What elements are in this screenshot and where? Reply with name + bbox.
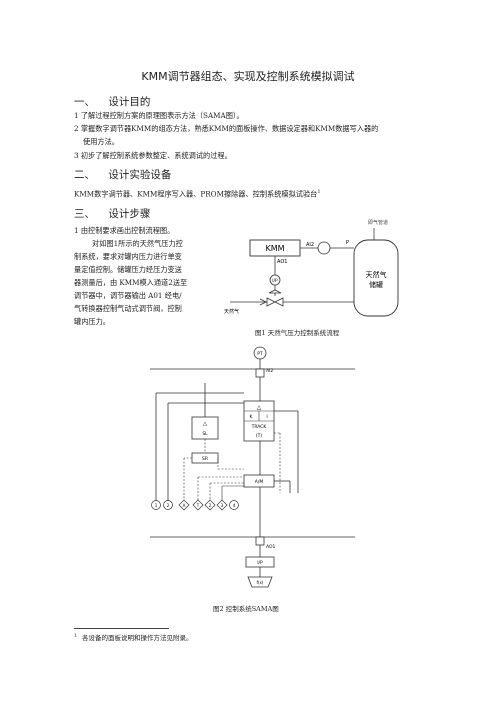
section-label: 设计实验设备 xyxy=(108,169,172,181)
equipment-list: KMM数字调节器、KMM程序写入器、PROM擦除器、控制系统模拟试验台 xyxy=(74,189,318,199)
sl-delta-icon: △ xyxy=(203,421,208,427)
section-num: 二、 xyxy=(74,169,95,181)
section-label: 设计目的 xyxy=(108,96,151,108)
section-num: 三、 xyxy=(74,208,95,220)
sr-label: SR xyxy=(202,456,208,462)
pt-label: PT xyxy=(257,351,263,357)
tank-label-2: 储罐 xyxy=(369,280,383,289)
page-title: KMM调节器组态、实现及控制系统模拟调试 xyxy=(141,70,355,83)
section-heading-purpose: 一、 设计目的 xyxy=(74,94,150,109)
kmm-label: KMM xyxy=(265,244,284,253)
figure-2-caption: 图2 控制系统SAMA图 xyxy=(213,605,279,613)
valve-label: f(x) xyxy=(257,580,264,585)
ao1-label: AO1 xyxy=(266,544,276,550)
sl-label: SL xyxy=(202,431,208,437)
io-diamond-3 xyxy=(216,499,228,511)
io-diamond-2 xyxy=(204,499,216,511)
step-line-1: 1 由控制要求画出控制流程图。 xyxy=(74,226,175,235)
ai2-label: AI2 xyxy=(266,368,273,374)
purpose-line-2: 2 掌握数字调节器KMM的组态方法，熟悉KMM的面板操作、数据设定器和KMM数据… xyxy=(74,124,379,133)
step-line-6: 调节器中，调节器输出 A01 经电/ xyxy=(74,291,182,300)
am-label: A/M xyxy=(255,479,264,485)
step-line-3: 制系统，要求对罐内压力进行单变 xyxy=(74,252,182,261)
io-circle-label: 4 xyxy=(233,503,236,508)
figure-2-sama-diagram: PT AI2 △ K I TRACK (T) △ SL SR A/M 1 2 xyxy=(150,346,355,588)
io-diamond-label: A xyxy=(183,503,186,508)
k-label: K xyxy=(250,414,254,420)
section-num: 一、 xyxy=(74,96,95,108)
purpose-line-3: 使用方法。 xyxy=(83,137,119,146)
i-label: I xyxy=(266,414,267,420)
tank xyxy=(353,239,399,317)
figure-1-flow-diagram: 即气管道 天然气 储罐 KMM AI2 P AO1 I/P 天然气 xyxy=(224,219,399,317)
ao1-label: AO1 xyxy=(277,259,287,265)
footnote-mark: 1 xyxy=(74,634,77,639)
io-circle-1 xyxy=(151,500,161,510)
footnote-ref: 1 xyxy=(317,189,321,195)
io-diamond-label: T xyxy=(196,503,200,508)
outlet-label: 即气管道 xyxy=(368,219,388,226)
step-line-4: 量定值控制。储罐压力经压力变送 xyxy=(74,265,182,274)
io-circle-label: 1 xyxy=(155,503,158,508)
valve-actuator xyxy=(268,289,282,294)
tank-label-1: 天然气 xyxy=(366,270,387,279)
step-line-5: 器测量后，由 KMM模入通道2送至 xyxy=(74,278,188,287)
ao1-block xyxy=(255,536,265,546)
io-diamond-label: 3 xyxy=(221,503,224,508)
equipment-text: KMM数字调节器、KMM程序写入器、PROM擦除器、控制系统模拟试验台1 xyxy=(74,187,321,200)
io-circle-2 xyxy=(163,500,173,510)
purpose-line-4: 3 初步了解控制系统参数整定、系统调试的过程。 xyxy=(74,151,232,160)
io-circle-label: 2 xyxy=(167,503,170,508)
io-circle-4 xyxy=(229,500,239,510)
step-line-8: 罐内压力。 xyxy=(74,317,110,326)
footnote-divider xyxy=(74,628,169,629)
track-label: TRACK xyxy=(251,424,268,430)
purpose-line-1: 1 了解过程控制方案的原理图表示方法（SAMA图）。 xyxy=(74,111,244,120)
footnote: 1 各设备的面板说明和操作方法见附录。 xyxy=(74,632,192,644)
ip-label: I/P xyxy=(257,560,263,566)
ai2-label: AI2 xyxy=(306,242,314,248)
section-heading-equipment: 二、 设计实验设备 xyxy=(74,167,171,182)
step-line-2: 对如图1所示的天然气压力控 xyxy=(92,239,183,248)
ai2-block xyxy=(255,368,265,378)
section-label: 设计步骤 xyxy=(108,208,151,220)
valve-block xyxy=(247,576,273,588)
pressure-transmitter xyxy=(317,241,331,255)
footnote-text: 各设备的面板说明和操作方法见附录。 xyxy=(81,634,193,643)
gas-inlet-label: 天然气 xyxy=(224,308,239,315)
p-label: P xyxy=(346,240,349,246)
track-sub-label: (T) xyxy=(256,433,263,439)
pid-delta-icon: △ xyxy=(257,404,262,411)
flow-arrow-icon xyxy=(259,298,267,306)
io-diamond-t xyxy=(192,499,204,511)
io-diamond-label: 2 xyxy=(209,503,212,508)
ip-label: I/P xyxy=(272,278,278,284)
control-valve xyxy=(266,297,284,307)
step-line-7: 气转换器控制气动式调节阀，控制 xyxy=(74,304,182,313)
figure-1-caption: 图1 天然气压力控制系统流程 xyxy=(255,329,340,337)
section-heading-steps: 三、 设计步骤 xyxy=(74,206,150,221)
io-diamond-a xyxy=(178,499,190,511)
